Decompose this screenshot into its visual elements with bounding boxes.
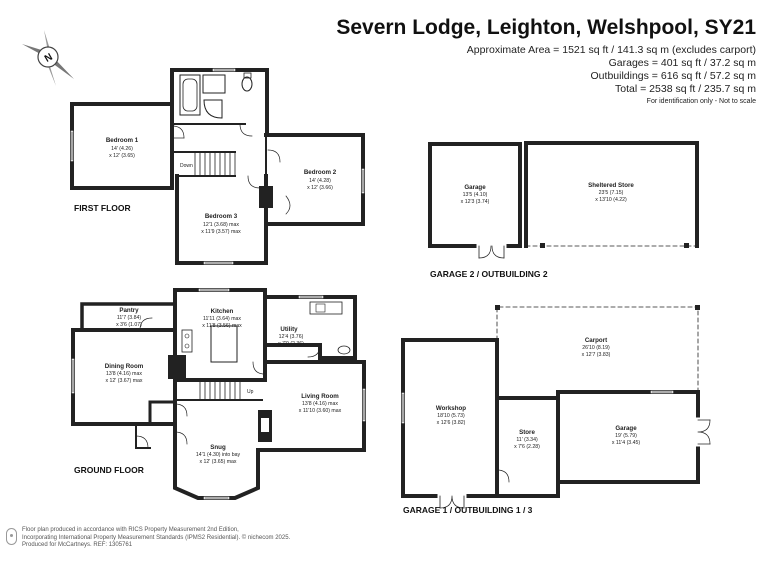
identification-note: For identification only - Not to scale xyxy=(646,98,756,105)
garage-2-labels: Garage 13'5 (4.10) x 12'3 (3.74) Shelter… xyxy=(430,182,634,279)
garage-2-dim-length: x 12'3 (3.74) xyxy=(461,199,490,205)
garage-1-outbuilding-label: GARAGE 1 / OUTBUILDING 1 / 3 xyxy=(403,505,533,515)
snug-dim-length: x 12' (3.65) max xyxy=(199,459,236,465)
garage-2-dim-width: 13'5 (4.10) xyxy=(463,192,488,198)
store-name: Store xyxy=(519,429,535,436)
garage-1-labels: Carport 26'10 (8.19) x 12'7 (3.83) Works… xyxy=(403,337,640,515)
dining-room-name: Dining Room xyxy=(105,363,144,370)
bedroom-1-name: Bedroom 1 xyxy=(106,137,139,144)
first-floor-label: FIRST FLOOR xyxy=(74,203,131,213)
bedroom-3-name: Bedroom 3 xyxy=(205,213,238,220)
kitchen-dim-width: 11'11 (3.64) max xyxy=(203,316,241,322)
compass-icon: N xyxy=(22,30,74,86)
workshop-dim-width: 18'10 (5.73) xyxy=(437,413,465,419)
garage-1-plan xyxy=(401,305,711,509)
garage-1-dim-width: 19' (5.79) xyxy=(615,433,637,439)
bedroom-2-dim-width: 14' (4.28) xyxy=(309,178,331,184)
area-garages: Garages = 401 sq ft / 37.2 sq m xyxy=(608,57,756,69)
bedroom-3-dim-width: 12'1 (3.68) max xyxy=(203,222,239,228)
area-total: Total = 2538 sq ft / 235.7 sq m xyxy=(615,83,756,95)
dining-room-dim-width: 13'8 (4.16) max xyxy=(106,371,142,377)
store-dim-length: x 7'6 (2.28) xyxy=(514,444,540,450)
utility-dim-width: 12'4 (3.76) xyxy=(279,334,304,340)
area-outbuildings: Outbuildings = 616 sq ft / 57.2 sq m xyxy=(590,70,756,82)
bedroom-2-name: Bedroom 2 xyxy=(304,169,337,176)
property-title: Severn Lodge, Leighton, Welshpool, SY21 xyxy=(336,16,756,39)
bedroom-2-dim-length: x 12' (3.66) xyxy=(307,185,333,191)
footer-line-3: Produced for McCartneys. REF: 1305761 xyxy=(22,542,133,548)
snug-name: Snug xyxy=(210,444,226,451)
stairs-down-label: Down xyxy=(180,163,193,169)
footer-credits: Floor plan produced in accordance with R… xyxy=(22,527,290,550)
kitchen-dim-length: x 11'8 (3.56) max xyxy=(202,323,242,329)
bedroom-3-dim-length: x 11'9 (3.57) max xyxy=(201,229,241,235)
carport-name: Carport xyxy=(585,337,607,344)
utility-name: Utility xyxy=(280,326,298,333)
living-room-name: Living Room xyxy=(301,393,339,400)
first-floor-plan xyxy=(70,68,365,265)
ground-floor-label: GROUND FLOOR xyxy=(74,465,144,475)
workshop-dim-length: x 12'6 (3.82) xyxy=(437,420,466,426)
dining-room-dim-length: x 12' (3.67) max xyxy=(105,378,142,384)
sheltered-store-dim-length: x 13'10 (4.22) xyxy=(595,197,627,203)
area-summary: Approximate Area = 1521 sq ft / 141.3 sq… xyxy=(467,44,756,108)
compass-north-label: N xyxy=(43,52,55,65)
carport-dim-length: x 12'7 (3.83) xyxy=(582,352,611,358)
sheltered-store-name: Sheltered Store xyxy=(588,182,634,189)
pantry-name: Pantry xyxy=(119,307,139,314)
utility-dim-length: x 7'9 (2.36) xyxy=(278,341,304,347)
ground-floor-labels: Pantry 11'7 (3.84) x 3'6 (1.07) Kitchen … xyxy=(74,307,342,475)
bedroom-1-dim-length: x 12' (3.65) xyxy=(109,153,135,159)
bedroom-1-dim-width: 14' (4.26) xyxy=(111,146,133,152)
living-room-dim-length: x 11'10 (3.60) max xyxy=(299,408,342,414)
first-floor-labels: Bedroom 1 14' (4.26) x 12' (3.65) Bedroo… xyxy=(74,137,337,235)
stairs-up-label: Up xyxy=(247,389,254,395)
area-approx: Approximate Area = 1521 sq ft / 141.3 sq… xyxy=(466,44,756,56)
garage-2-outbuilding-label: GARAGE 2 / OUTBUILDING 2 xyxy=(430,269,548,279)
sheltered-store-dim-width: 23'5 (7.15) xyxy=(599,190,624,196)
garage-2-plan xyxy=(428,141,699,259)
rics-logo-icon xyxy=(6,528,17,545)
snug-dim-width: 14'1 (4.30) into bay xyxy=(196,452,241,458)
garage-1-dim-length: x 11'4 (3.45) xyxy=(612,440,641,446)
store-dim-width: 11' (3.34) xyxy=(516,437,538,443)
living-room-dim-width: 13'8 (4.16) max xyxy=(302,401,338,407)
pantry-dim-width: 11'7 (3.84) xyxy=(117,315,142,321)
garage-1-name: Garage xyxy=(615,425,637,432)
footer-line-2: Incorporating International Property Mea… xyxy=(22,534,291,541)
workshop-name: Workshop xyxy=(436,405,466,412)
garage-2-name: Garage xyxy=(464,184,486,191)
carport-dim-width: 26'10 (8.19) xyxy=(582,345,610,351)
kitchen-name: Kitchen xyxy=(211,308,234,315)
pantry-dim-length: x 3'6 (1.07) xyxy=(116,322,142,328)
ground-floor-plan xyxy=(71,288,366,500)
footer-line-1: Floor plan produced in accordance with R… xyxy=(22,527,239,533)
